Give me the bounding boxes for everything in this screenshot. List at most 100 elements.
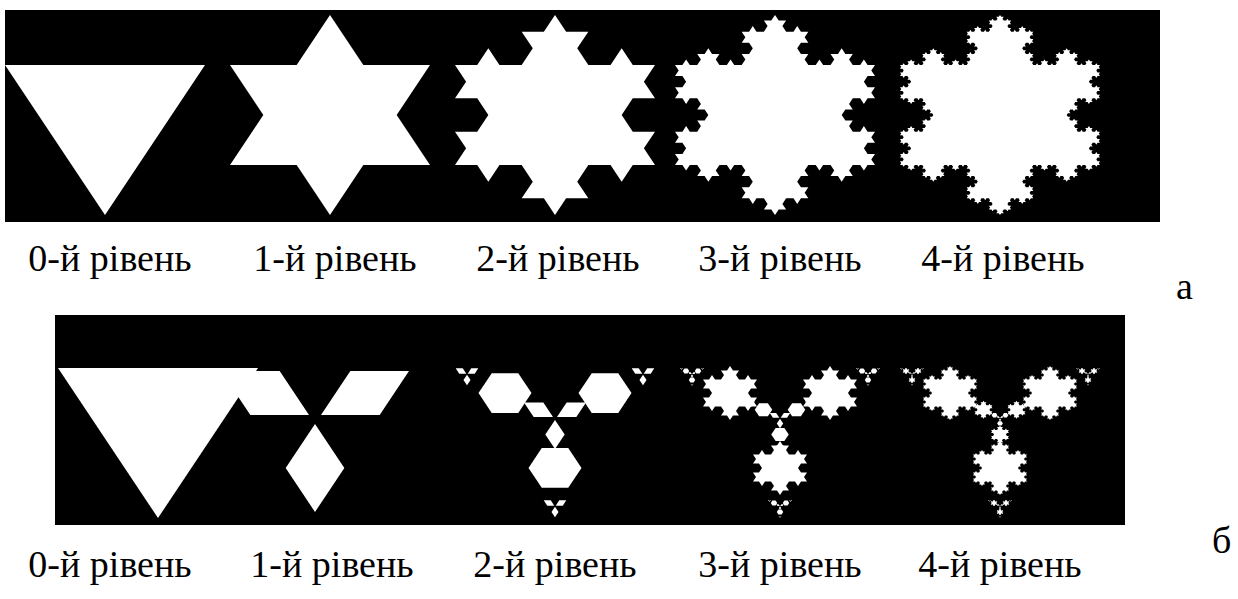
level-caption: 0-й рівень xyxy=(28,544,191,584)
fractal-piece xyxy=(1086,383,1087,384)
fractal-piece xyxy=(1078,368,1079,369)
fractal-piece xyxy=(1009,500,1010,501)
fractal-piece xyxy=(579,373,632,413)
fractal-piece xyxy=(900,368,901,369)
fractal-piece xyxy=(1089,383,1090,384)
bottom-panel xyxy=(55,315,1125,525)
fractal-piece xyxy=(868,372,871,374)
fractal-piece xyxy=(1003,504,1004,505)
fractal-piece xyxy=(1087,384,1088,385)
fractal-piece xyxy=(692,383,693,385)
fractal-piece xyxy=(803,366,857,420)
fractal-piece xyxy=(974,401,975,402)
fractal-piece xyxy=(1087,384,1089,386)
fractal-piece xyxy=(902,368,903,369)
fractal-piece xyxy=(1086,383,1088,385)
fractal-piece xyxy=(901,369,902,370)
fractal-piece xyxy=(970,406,971,407)
fractal-piece xyxy=(999,428,1001,429)
fractal-piece xyxy=(901,369,902,370)
fractal-piece xyxy=(997,504,999,506)
fractal-piece xyxy=(1087,375,1089,377)
fractal-piece xyxy=(878,369,880,370)
fractal-piece xyxy=(911,384,912,385)
fractal-piece xyxy=(921,368,922,369)
fractal-piece xyxy=(921,368,922,369)
fractal-piece xyxy=(999,516,1000,517)
fractal-piece xyxy=(1085,377,1091,383)
fractal-piece xyxy=(1091,372,1092,373)
fractal-piece xyxy=(867,374,869,377)
row-letter: б xyxy=(1212,520,1231,560)
fractal-piece xyxy=(1003,445,1004,446)
fractal-piece xyxy=(783,501,789,506)
fractal-piece xyxy=(1025,401,1026,402)
fractal-piece xyxy=(1078,368,1079,369)
fractal-piece xyxy=(1077,369,1079,371)
fractal-piece xyxy=(900,368,902,370)
fractal-piece xyxy=(1097,368,1098,369)
fractal-piece xyxy=(1086,383,1087,384)
fractal-piece xyxy=(911,385,912,386)
fractal-piece xyxy=(1088,383,1090,385)
fractal-piece xyxy=(967,401,968,402)
fractal-piece xyxy=(1087,373,1088,375)
fractal-piece xyxy=(682,368,683,370)
fractal-piece xyxy=(989,412,990,414)
fractal-piece xyxy=(777,419,783,429)
fractal-piece xyxy=(901,368,903,370)
fractal-piece xyxy=(922,368,923,369)
fractal-piece xyxy=(867,383,868,385)
fractal-piece xyxy=(1089,383,1090,384)
fractal-piece xyxy=(997,421,1003,425)
level-caption: 2-й рівень xyxy=(473,544,636,584)
fractal-piece xyxy=(1001,515,1002,516)
fractal-piece xyxy=(779,517,781,518)
fractal-piece xyxy=(1076,368,1077,369)
fractal-piece xyxy=(1000,505,1001,507)
fractal-piece xyxy=(1011,500,1012,501)
fractal-piece xyxy=(776,504,779,506)
fractal-piece xyxy=(989,500,990,501)
fractal-piece xyxy=(644,368,655,373)
fractal-piece xyxy=(689,378,695,383)
fractal-piece xyxy=(1084,372,1085,373)
fractal-piece xyxy=(1028,406,1029,407)
fractal-piece xyxy=(922,368,923,369)
fractal-piece xyxy=(990,413,992,414)
fractal-piece xyxy=(321,371,409,415)
fractal-piece xyxy=(805,402,808,404)
fractal-piece xyxy=(908,372,909,373)
fractal-piece xyxy=(913,383,914,384)
fractal-piece xyxy=(1023,366,1077,420)
fractal-piece xyxy=(999,418,1001,421)
fractal-piece xyxy=(999,450,1000,451)
koch-snowflake xyxy=(675,15,875,215)
fractal-piece xyxy=(781,413,791,418)
fractal-piece xyxy=(877,368,878,370)
level-caption: 1-й рівень xyxy=(253,238,416,278)
fractal-piece xyxy=(901,369,902,370)
fractal-piece xyxy=(990,500,991,501)
fractal-piece xyxy=(999,446,1000,448)
fractal-piece xyxy=(780,504,783,506)
fractal-piece xyxy=(989,501,990,502)
fractal-piece xyxy=(999,507,1001,509)
fractal-piece xyxy=(1000,416,1003,418)
fractal-piece xyxy=(688,372,691,374)
fractal-piece xyxy=(910,383,911,384)
fractal-piece xyxy=(989,500,991,502)
fractal-piece xyxy=(912,383,914,385)
fractal-piece xyxy=(701,368,702,370)
fractal-piece xyxy=(286,424,345,512)
fractal-piece xyxy=(973,441,1027,495)
fractal-piece xyxy=(1076,368,1077,369)
fractal-piece xyxy=(1077,369,1078,370)
fractal-piece xyxy=(988,500,990,502)
fractal-piece xyxy=(1088,385,1089,386)
fractal-piece xyxy=(996,445,997,446)
fractal-piece xyxy=(751,402,754,404)
fractal-piece xyxy=(1086,383,1087,384)
level-caption: 0-й рівень xyxy=(28,238,191,278)
fractal-piece xyxy=(913,372,915,374)
